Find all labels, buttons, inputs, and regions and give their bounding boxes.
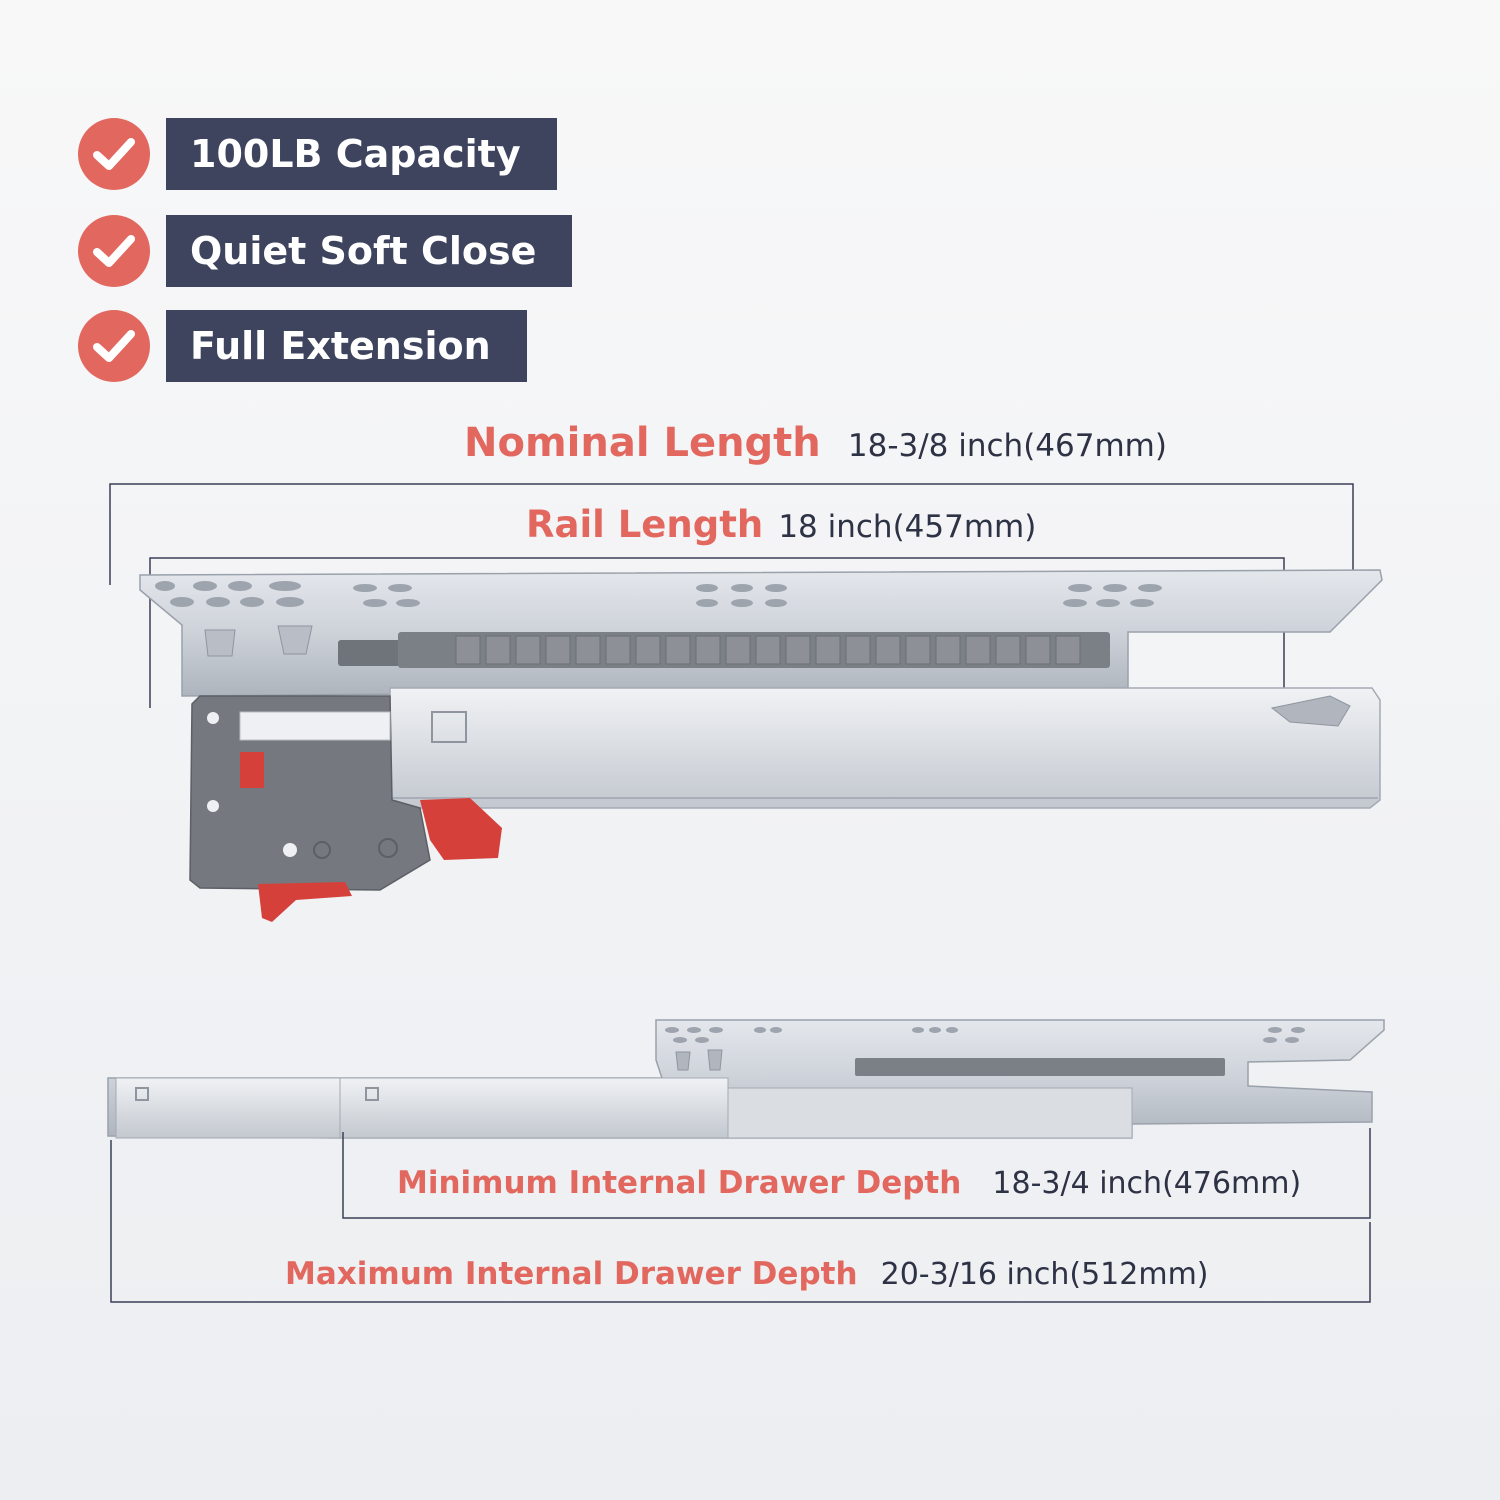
feature-badge: Full Extension	[166, 310, 527, 382]
rail-length-title: Rail Length	[526, 503, 764, 546]
check-icon	[78, 118, 150, 190]
min-depth-label: Minimum Internal Drawer Depth 18-3/4 inc…	[397, 1165, 1301, 1201]
nominal-length-title: Nominal Length	[464, 420, 821, 466]
feature-badge: 100LB Capacity	[166, 118, 557, 190]
min-depth-title: Minimum Internal Drawer Depth	[397, 1165, 962, 1201]
rail-length-label: Rail Length 18 inch(457mm)	[526, 503, 1036, 546]
nominal-length-value: 18-3/8 inch(467mm)	[847, 428, 1167, 464]
max-depth-value: 20-3/16 inch(512mm)	[880, 1257, 1209, 1292]
rail-length-line	[149, 557, 1285, 712]
feature-row-capacity: 100LB Capacity	[78, 118, 557, 190]
check-icon	[78, 310, 150, 382]
nominal-length-label: Nominal Length 18-3/8 inch(467mm)	[464, 420, 1167, 466]
check-icon	[78, 215, 150, 287]
nominal-length-line	[109, 483, 1354, 592]
max-depth-line	[110, 1140, 1371, 1303]
min-depth-line	[342, 1128, 1371, 1219]
drawer-slide-extended	[107, 1019, 1385, 1139]
max-depth-title: Maximum Internal Drawer Depth	[285, 1256, 858, 1292]
rail-length-value: 18 inch(457mm)	[778, 509, 1037, 545]
feature-row-soft-close: Quiet Soft Close	[78, 215, 573, 287]
min-depth-value: 18-3/4 inch(476mm)	[992, 1166, 1302, 1201]
feature-row-extension: Full Extension	[78, 310, 527, 382]
max-depth-label: Maximum Internal Drawer Depth 20-3/16 in…	[285, 1256, 1209, 1292]
drawer-slide-closed	[139, 569, 1383, 922]
feature-badge: Quiet Soft Close	[166, 215, 573, 287]
